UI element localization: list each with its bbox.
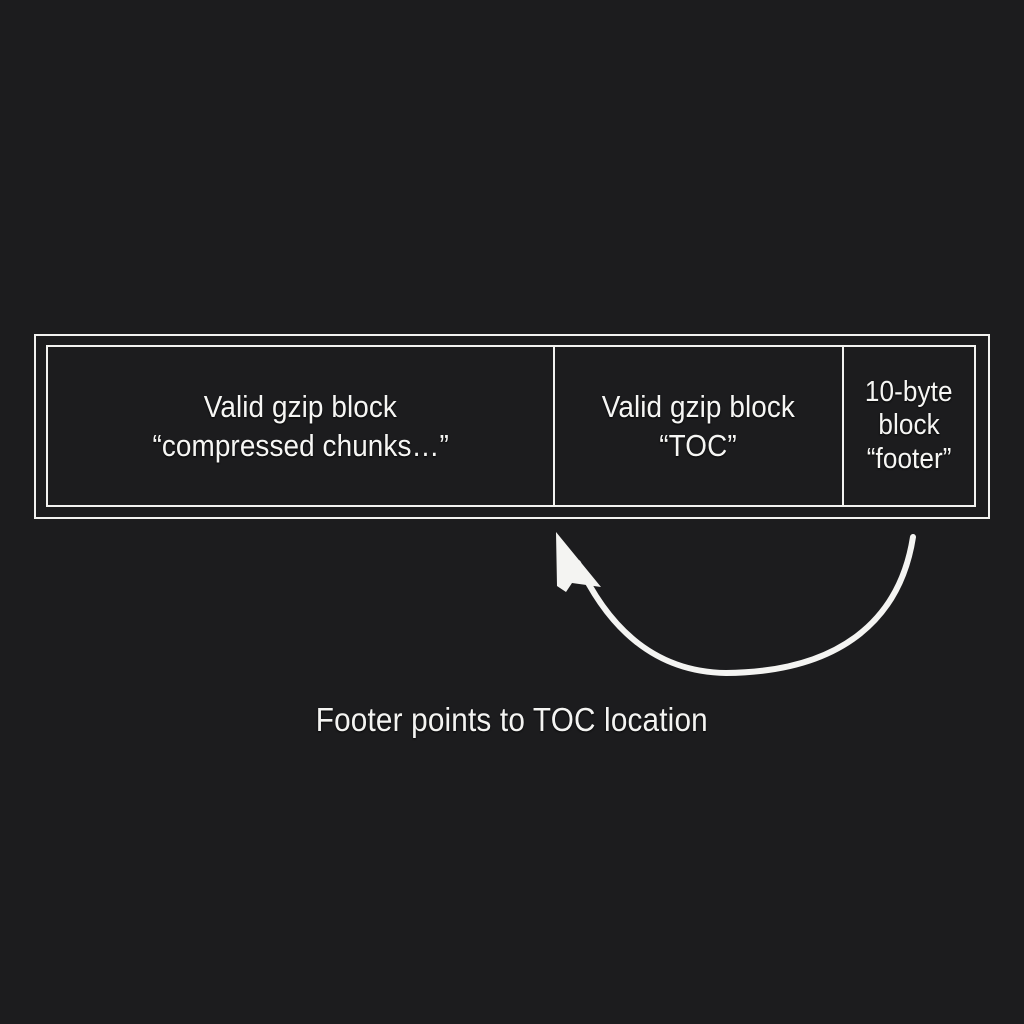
- block-footer-line3: “footer”: [866, 442, 952, 475]
- gzip-block-row: Valid gzip block “compressed chunks…” Va…: [46, 345, 978, 507]
- block-footer-line1: 10-byte: [865, 376, 953, 409]
- gzip-stream-frame: [34, 334, 990, 519]
- arrow-head: [556, 532, 601, 592]
- block-footer-line2: block: [878, 409, 940, 442]
- block-toc-line2: “TOC”: [659, 428, 738, 463]
- gzip-block-footer: 10-byte block “footer”: [842, 345, 976, 507]
- block-toc-line1: Valid gzip block: [601, 388, 796, 424]
- annotation-caption-text: Footer points to TOC location: [315, 701, 709, 738]
- block-compressed-chunks-line1: Valid gzip block: [203, 388, 398, 424]
- gzip-block-compressed-chunks: Valid gzip block “compressed chunks…”: [46, 345, 555, 507]
- arrow-curve-path: [575, 534, 916, 677]
- annotation-caption: Footer points to TOC location: [0, 701, 1024, 738]
- block-compressed-chunks-line2: “compressed chunks…”: [152, 428, 449, 463]
- gzip-block-toc: Valid gzip block “TOC”: [553, 345, 844, 507]
